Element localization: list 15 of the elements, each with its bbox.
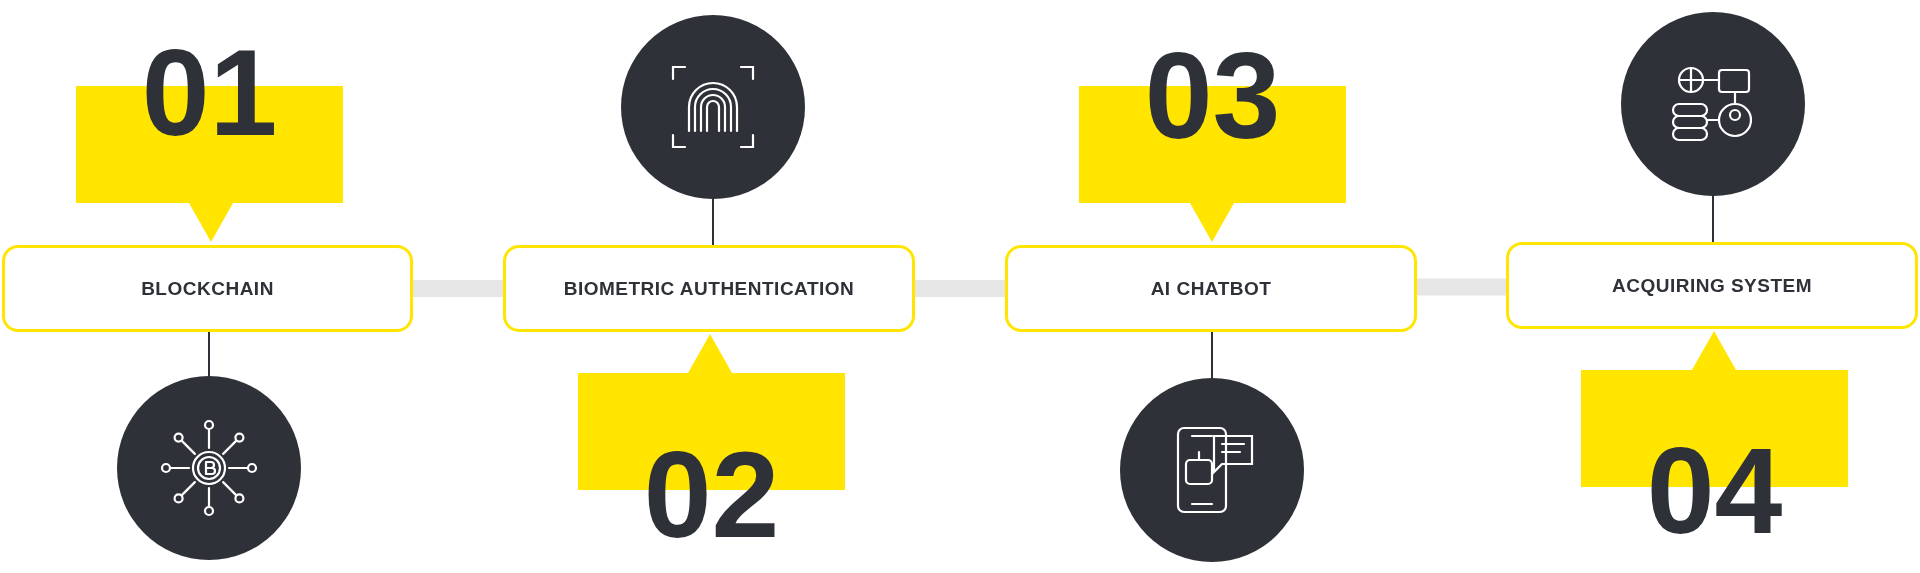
step-title: ACQUIRING SYSTEM — [1611, 274, 1813, 297]
connector-line — [1712, 195, 1714, 243]
step-title: BIOMETRIC AUTHENTICATION — [563, 277, 855, 300]
step-box — [1506, 242, 1918, 329]
step-box — [2, 245, 413, 332]
connector-line — [712, 198, 714, 246]
connector-bar — [915, 280, 1005, 297]
connector-line — [1211, 331, 1213, 379]
step-box — [503, 245, 915, 332]
step-title: AI CHATBOT — [1150, 277, 1272, 300]
connector-line — [208, 331, 210, 377]
step-box — [1005, 245, 1417, 332]
connector-bar — [1417, 278, 1506, 296]
step-title: BLOCKCHAIN — [141, 277, 274, 300]
connector-bar — [413, 280, 503, 297]
